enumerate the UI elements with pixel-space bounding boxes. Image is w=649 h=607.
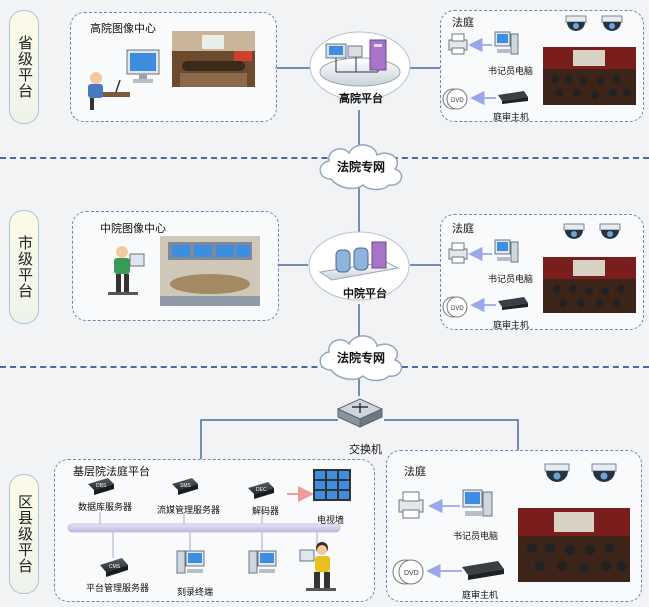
tv-wall-icon xyxy=(313,469,351,501)
mgmt-server-icon: CMS xyxy=(100,558,128,577)
district-platform-title: 基层院法庭平台 xyxy=(73,466,150,478)
stream-server-label: 流媒管理服务器 xyxy=(157,505,221,515)
city-court-host-label: 庭审主机 xyxy=(493,320,530,330)
burn-terminal-label: 刻录终端 xyxy=(177,587,214,597)
clerk-computer-icon xyxy=(494,31,519,55)
dome-camera-icon xyxy=(601,15,623,31)
tv-wall-label: 电视墙 xyxy=(317,515,345,525)
clerk-computer-icon xyxy=(494,239,519,263)
courtroom-photo xyxy=(543,257,636,313)
switch-icon xyxy=(336,398,384,428)
court-network-label-top: 法院专网 xyxy=(337,160,386,174)
dvd-disc-icon: DVD xyxy=(442,296,468,318)
province-platform-icon xyxy=(309,31,411,101)
tier-label-district: 区县级平台 xyxy=(9,474,39,594)
client-terminal-icon xyxy=(248,550,277,574)
court-network-cloud xyxy=(319,335,403,382)
dome-camera-icon xyxy=(565,15,587,31)
courtroom-photo xyxy=(518,508,630,582)
province-clerk-pc-label: 书记员电脑 xyxy=(488,66,534,76)
court-host-icon xyxy=(462,561,504,580)
city-court-title: 法庭 xyxy=(452,223,474,235)
switch-label: 交换机 xyxy=(349,444,382,456)
court-network-cloud xyxy=(319,144,403,191)
courtroom-photo xyxy=(543,47,636,105)
tier-label-city: 市级平台 xyxy=(9,210,39,324)
tier-label-province: 省级平台 xyxy=(9,10,39,124)
province-platform-label: 高院平台 xyxy=(339,93,383,105)
printer-icon xyxy=(448,33,468,55)
province-court-title: 法庭 xyxy=(452,17,474,29)
dome-camera-icon xyxy=(544,463,570,482)
district-court-host-label: 庭审主机 xyxy=(462,590,499,600)
dome-camera-icon xyxy=(591,463,617,482)
district-court-title: 法庭 xyxy=(404,466,426,478)
clerk-computer-icon xyxy=(462,489,493,517)
svg-text:DVD: DVD xyxy=(404,570,419,577)
dvd-disc-icon: DVD xyxy=(442,88,468,110)
svg-text:CMS: CMS xyxy=(109,564,121,570)
operator-person-icon xyxy=(88,72,130,110)
printer-icon xyxy=(398,491,424,519)
burn-terminal-icon xyxy=(176,550,205,574)
dome-camera-icon xyxy=(599,223,621,239)
link-line xyxy=(200,419,338,459)
province-image-center-title: 高院图像中心 xyxy=(90,23,156,35)
city-platform-label: 中院平台 xyxy=(343,288,387,300)
decoder-label: 解码器 xyxy=(252,506,280,516)
operator-person-icon xyxy=(299,542,336,591)
svg-text:DVD: DVD xyxy=(451,306,464,312)
court-network-label-bottom: 法院专网 xyxy=(337,351,386,365)
printer-icon xyxy=(448,242,468,264)
db-server-icon: DBS xyxy=(88,478,114,495)
court-host-icon xyxy=(498,91,528,104)
mgmt-server-label: 平台管理服务器 xyxy=(86,583,150,593)
svg-text:DVD: DVD xyxy=(451,98,464,104)
city-image-center-title: 中院图像中心 xyxy=(100,223,166,235)
dvd-disc-icon: DVD xyxy=(392,559,424,585)
tier-divider xyxy=(0,157,649,159)
city-platform-icon xyxy=(308,231,410,301)
stream-server-icon: SMS xyxy=(172,478,198,495)
province-court-host-label: 庭审主机 xyxy=(493,112,530,122)
control-room-photo xyxy=(160,236,260,306)
court-host-icon xyxy=(498,297,528,310)
svg-text:SMS: SMS xyxy=(180,483,192,489)
svg-text:DBS: DBS xyxy=(96,483,107,489)
link-line xyxy=(384,419,519,450)
db-server-label: 数据库服务器 xyxy=(78,502,133,512)
city-clerk-pc-label: 书记员电脑 xyxy=(488,274,534,284)
dome-camera-icon xyxy=(563,223,585,239)
svg-text:DEC: DEC xyxy=(256,487,267,493)
monitor-icon xyxy=(126,49,160,83)
decoder-icon: DEC xyxy=(248,482,274,499)
operator-person-icon xyxy=(108,246,145,295)
district-clerk-pc-label: 书记员电脑 xyxy=(453,531,499,541)
meeting-room-photo xyxy=(172,31,255,87)
